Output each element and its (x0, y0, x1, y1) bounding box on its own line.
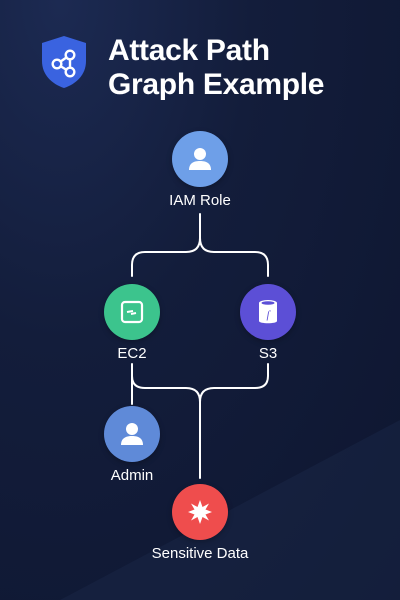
edge-iam-to-s3 (199, 237, 269, 277)
edge-s3-to-merge (199, 363, 269, 403)
node-label-sensitive-data: Sensitive Data (151, 545, 249, 562)
node-ec2[interactable] (104, 284, 160, 340)
user-icon (121, 423, 143, 445)
alert-burst-icon (188, 500, 212, 524)
node-iam-role[interactable] (172, 131, 228, 187)
node-sensitive-data[interactable] (172, 484, 228, 540)
header: Attack Path Graph Example (38, 34, 324, 102)
node-admin[interactable] (104, 406, 160, 462)
storage-bucket-icon: ſ (259, 300, 277, 324)
title-line-2: Graph Example (108, 68, 325, 101)
server-icon (120, 300, 144, 324)
svg-text:ſ: ſ (266, 309, 271, 321)
node-label-admin: Admin (110, 467, 154, 484)
node-label-ec2: EC2 (117, 345, 147, 362)
shield-graph-icon (38, 34, 90, 90)
node-label-s3: S3 (258, 345, 278, 362)
user-icon (189, 148, 211, 170)
page-title: Attack Path Graph Example (108, 34, 324, 102)
node-s3[interactable]: ſ (240, 284, 296, 340)
title-line-1: Attack Path (108, 34, 270, 67)
node-label-iam-role: IAM Role (169, 192, 231, 209)
edge-iam-to-fork (131, 213, 201, 277)
